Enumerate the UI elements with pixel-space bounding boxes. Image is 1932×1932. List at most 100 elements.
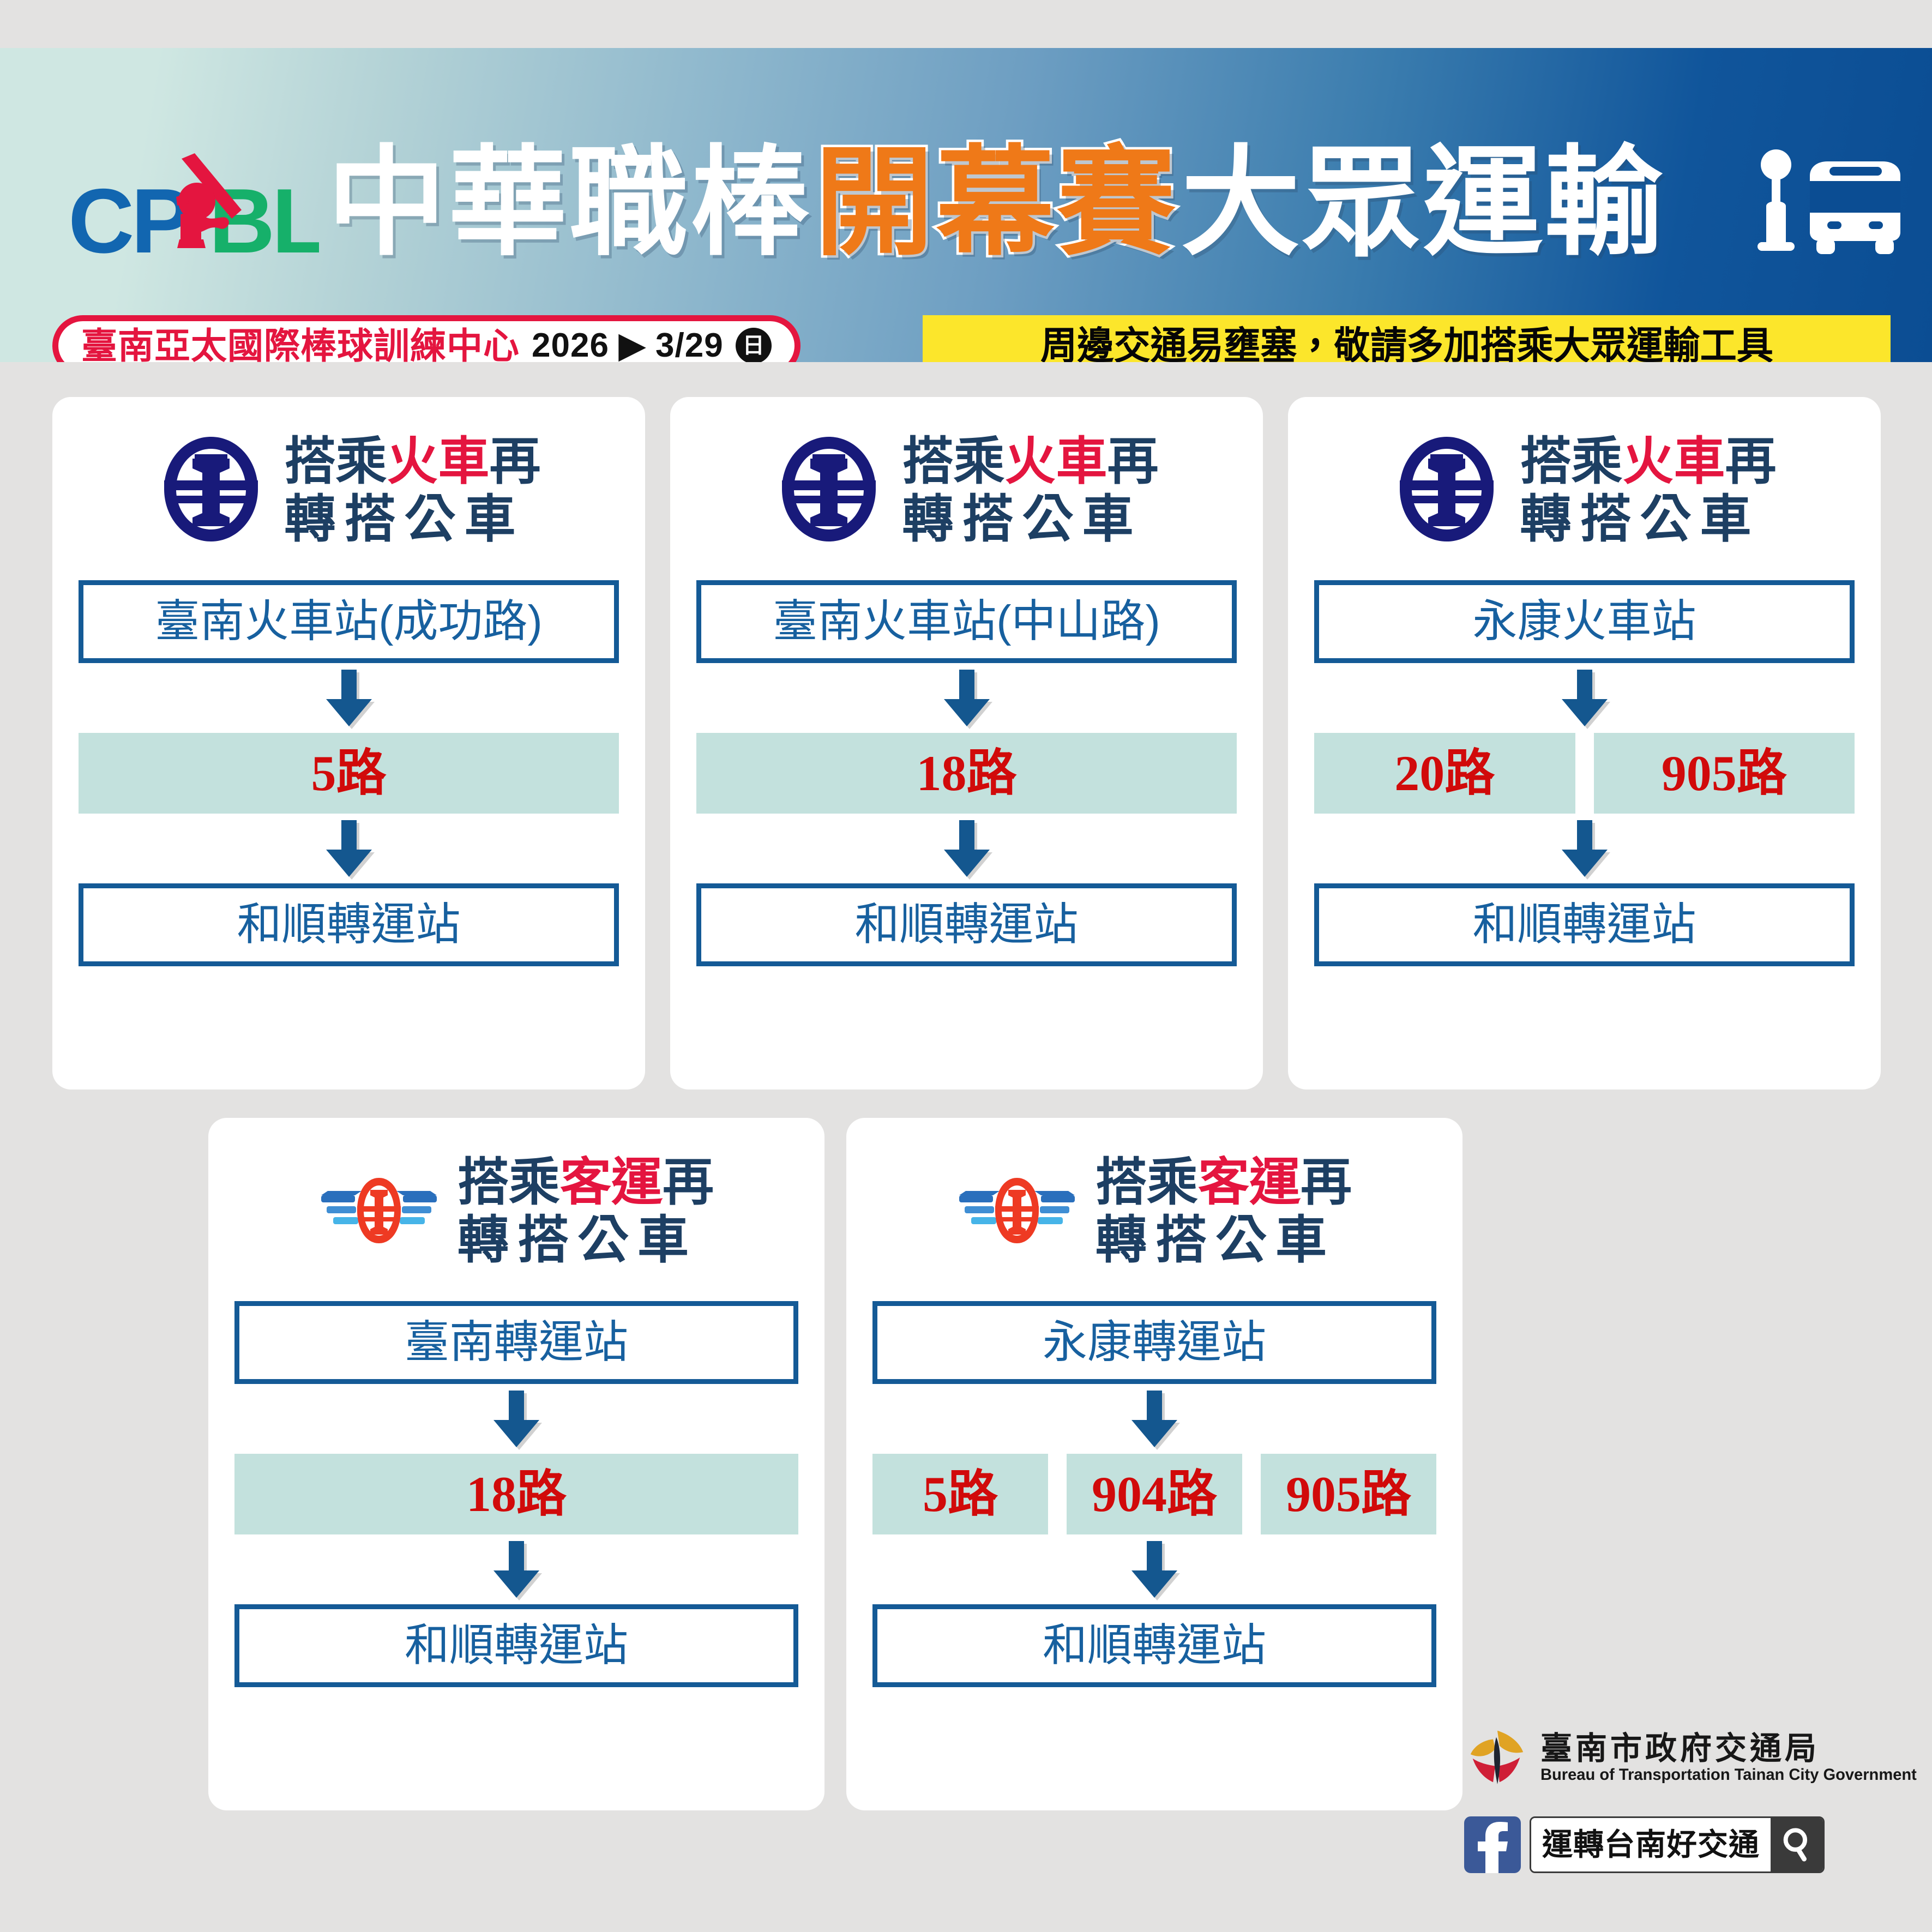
tainan-bureau-emblem-icon <box>1464 1724 1528 1791</box>
arrow-down-icon <box>326 670 372 726</box>
destination-station-box: 和順轉運站 <box>872 1604 1436 1687</box>
card-title: 搭乘火車再 轉搭公車 <box>284 434 540 546</box>
card-title-line2: 轉搭公車 <box>902 490 1142 547</box>
route-chip: 5路 <box>79 733 619 814</box>
arrow-down-icon <box>1561 820 1608 877</box>
route-card: 搭乘火車再 轉搭公車 永康火車站 20路 905路 <box>1288 397 1881 1090</box>
card-heading: 搭乘火車再 轉搭公車 <box>79 422 619 558</box>
svg-text:BL: BL <box>209 170 319 272</box>
card-title-prefix: 搭乘 <box>1520 432 1623 490</box>
card-title-suffix: 再 <box>663 1153 714 1211</box>
arrow-down-icon <box>943 670 990 726</box>
poster-footer: 臺南市政府交通局 Bureau of Transportation Tainan… <box>1464 1724 1917 1873</box>
card-title-line1: 搭乘火車再 <box>1520 434 1776 489</box>
arrow-down-icon <box>493 1391 539 1447</box>
taiwan-railway-logo <box>157 435 266 546</box>
arrow-down-icon <box>1131 1541 1177 1598</box>
facebook-icon[interactable] <box>1464 1816 1521 1873</box>
destination-station-box: 和順轉運站 <box>1314 883 1855 966</box>
card-title-highlight: 火車 <box>1004 432 1108 490</box>
taiwan-railway-logo <box>774 435 883 546</box>
facebook-cta[interactable]: 運轉台南好交通 <box>1464 1816 1825 1873</box>
route-card: 搭乘客運再 轉搭公車 永康轉運站 5路 904路 <box>846 1118 1462 1810</box>
origin-station-box: 臺南轉運站 <box>234 1301 798 1384</box>
origin-station-box: 永康轉運站 <box>872 1301 1436 1384</box>
card-title-prefix: 搭乘 <box>902 432 1005 490</box>
route-chip: 20路 <box>1314 733 1575 814</box>
route-card-row-coach: 搭乘客運再 轉搭公車 臺南轉運站 18路 <box>208 1118 1462 1810</box>
venue-badge: 臺南亞太國際棒球訓練中心 2026 ▶ 3/29 日 <box>52 315 801 362</box>
highway-bureau-logo <box>957 1169 1077 1254</box>
card-title-line1: 搭乘客運再 <box>1096 1155 1352 1209</box>
card-title-highlight: 火車 <box>1622 432 1725 490</box>
origin-station-label: 臺南火車站(中山路) <box>773 597 1160 646</box>
card-heading: 搭乘客運再 轉搭公車 <box>234 1143 798 1279</box>
origin-station-label: 永康火車站 <box>1472 597 1696 646</box>
card-title-suffix: 再 <box>1107 432 1159 490</box>
route-card-row-rail: 搭乘火車再 轉搭公車 臺南火車站(成功路) 5路 <box>52 397 1881 1090</box>
route-chip: 5路 <box>872 1454 1048 1534</box>
transit-icon-group <box>1753 145 1906 260</box>
agency-name-zh: 臺南市政府交通局 <box>1540 1730 1820 1766</box>
destination-station-box: 和順轉運站 <box>79 883 619 966</box>
destination-station-label: 和順轉運站 <box>1042 1621 1266 1670</box>
agency-branding: 臺南市政府交通局 Bureau of Transportation Tainan… <box>1464 1724 1928 1791</box>
arrow-down-icon <box>943 820 990 877</box>
card-title-prefix: 搭乘 <box>457 1153 560 1211</box>
route-chip-row: 18路 <box>696 733 1237 814</box>
card-title-prefix: 搭乘 <box>1095 1153 1198 1211</box>
headline: 中華職棒 開幕賽 大眾運輸 <box>327 130 1665 277</box>
card-title-line1: 搭乘客運再 <box>458 1155 714 1209</box>
route-chip: 905路 <box>1593 733 1855 814</box>
card-title: 搭乘火車再 轉搭公車 <box>902 434 1158 546</box>
card-title-highlight: 火車 <box>387 432 490 490</box>
card-heading: 搭乘火車再 轉搭公車 <box>1314 422 1855 558</box>
bus-front-icon <box>1810 161 1900 254</box>
flow-arrow <box>872 1384 1436 1454</box>
card-title: 搭乘客運再 轉搭公車 <box>1096 1155 1352 1267</box>
search-icon[interactable] <box>1771 1818 1823 1871</box>
card-spacer <box>872 1687 1436 1780</box>
svg-text:CP: CP <box>68 170 189 272</box>
flow-arrow <box>872 1534 1436 1604</box>
route-chip-row: 20路 905路 <box>1314 733 1855 814</box>
origin-station-label: 臺南火車站(成功路) <box>155 597 543 646</box>
bus-stop-pole-icon <box>1758 149 1795 251</box>
taiwan-railway-logo <box>1392 435 1501 546</box>
card-title-line2: 轉搭公車 <box>457 1211 697 1268</box>
route-card: 搭乘客運再 轉搭公車 臺南轉運站 18路 <box>208 1118 824 1810</box>
notice-text: 周邊交通易壅塞，敬請多加搭乘大眾運輸工具 <box>1040 324 1773 362</box>
card-title-line2: 轉搭公車 <box>1095 1211 1335 1268</box>
card-title-suffix: 再 <box>489 432 541 490</box>
card-title-suffix: 再 <box>1725 432 1777 490</box>
poster-header: CP BL 中華職棒 開幕賽 大眾運輸 <box>0 48 1932 362</box>
card-title: 搭乘客運再 轉搭公車 <box>458 1155 714 1267</box>
route-chip: 905路 <box>1261 1454 1436 1534</box>
arrow-down-icon <box>493 1541 539 1598</box>
route-number: 904路 <box>1091 1466 1217 1522</box>
route-chip-row: 5路 904路 905路 <box>872 1454 1436 1534</box>
facebook-page-name: 運轉台南好交通 <box>1531 1818 1771 1871</box>
destination-station-label: 和順轉運站 <box>854 900 1079 949</box>
destination-station-box: 和順轉運站 <box>696 883 1237 966</box>
facebook-page-badge[interactable]: 運轉台南好交通 <box>1530 1816 1825 1873</box>
destination-station-label: 和順轉運站 <box>1472 900 1696 949</box>
card-title-line1: 搭乘火車再 <box>284 434 540 489</box>
notice-banner: 周邊交通易壅塞，敬請多加搭乘大眾運輸工具 <box>923 315 1891 362</box>
card-heading: 搭乘火車再 轉搭公車 <box>696 422 1237 558</box>
card-title-highlight: 客運 <box>559 1153 663 1211</box>
flow-arrow <box>234 1384 798 1454</box>
agency-name-en: Bureau of Transportation Tainan City Gov… <box>1540 1765 1917 1784</box>
destination-station-label: 和順轉運站 <box>404 1621 628 1670</box>
route-number: 5路 <box>311 745 387 801</box>
origin-station-label: 臺南轉運站 <box>404 1317 628 1367</box>
cpbl-logo: CP BL <box>68 149 328 280</box>
highway-bureau-logo <box>319 1169 439 1254</box>
route-chip: 18路 <box>234 1454 798 1534</box>
flow-arrow <box>1314 663 1855 733</box>
flow-arrow <box>79 814 619 883</box>
arrow-down-icon <box>1131 1391 1177 1447</box>
route-number: 5路 <box>922 1466 998 1522</box>
card-title-suffix: 再 <box>1301 1153 1352 1211</box>
